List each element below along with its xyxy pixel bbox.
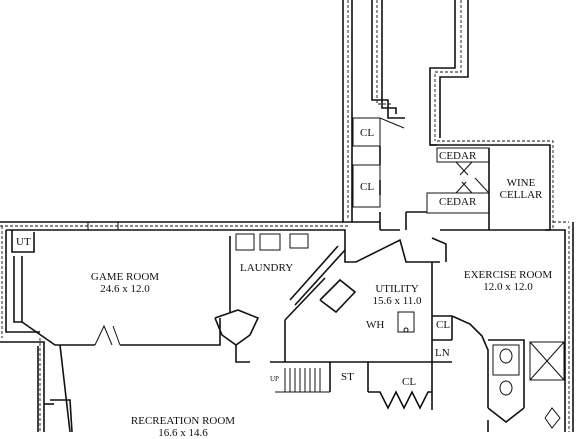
game-room-label: GAME ROOM 24.6 x 12.0 <box>80 271 170 295</box>
wine-cellar-label: WINE CELLAR <box>493 177 549 201</box>
cedar-bottom-label: CEDAR <box>439 196 477 208</box>
laundry-label: LAUNDRY <box>240 262 294 274</box>
exercise-room-dims: 12.0 x 12.0 <box>483 281 533 293</box>
ut-label: UT <box>16 236 31 248</box>
wh-label: WH <box>366 319 385 331</box>
exercise-room-label: EXERCISE ROOM 12.0 x 12.0 <box>456 269 560 293</box>
ln-label: LN <box>435 347 450 359</box>
cl-upper-label: CL <box>360 127 375 139</box>
exercise-room-name: EXERCISE ROOM <box>463 269 553 281</box>
utility-dims: 15.6 x 11.0 <box>372 295 422 307</box>
utility-label: UTILITY 15.6 x 11.0 <box>362 283 432 307</box>
wine-cellar-line2: CELLAR <box>499 189 543 201</box>
wine-cellar-line1: WINE <box>506 177 536 189</box>
game-room-dims: 24.6 x 12.0 <box>100 283 150 295</box>
cl-bottom-label: CL <box>402 376 417 388</box>
utility-name: UTILITY <box>375 283 419 295</box>
recreation-room-dims: 16.6 x 14.6 <box>158 427 208 439</box>
recreation-room-name: RECREATION ROOM <box>130 415 236 427</box>
cedar-top-label: CEDAR <box>439 150 477 162</box>
up-label: UP <box>270 375 279 383</box>
recreation-room-label: RECREATION ROOM 16.6 x 14.6 <box>118 415 248 439</box>
cl-lower-label: CL <box>360 181 375 193</box>
cl-utility-label: CL <box>436 319 451 331</box>
main-walls <box>0 221 574 432</box>
st-label: ST <box>341 371 354 383</box>
cellar-walls <box>405 140 554 231</box>
game-room-name: GAME ROOM <box>90 271 160 283</box>
